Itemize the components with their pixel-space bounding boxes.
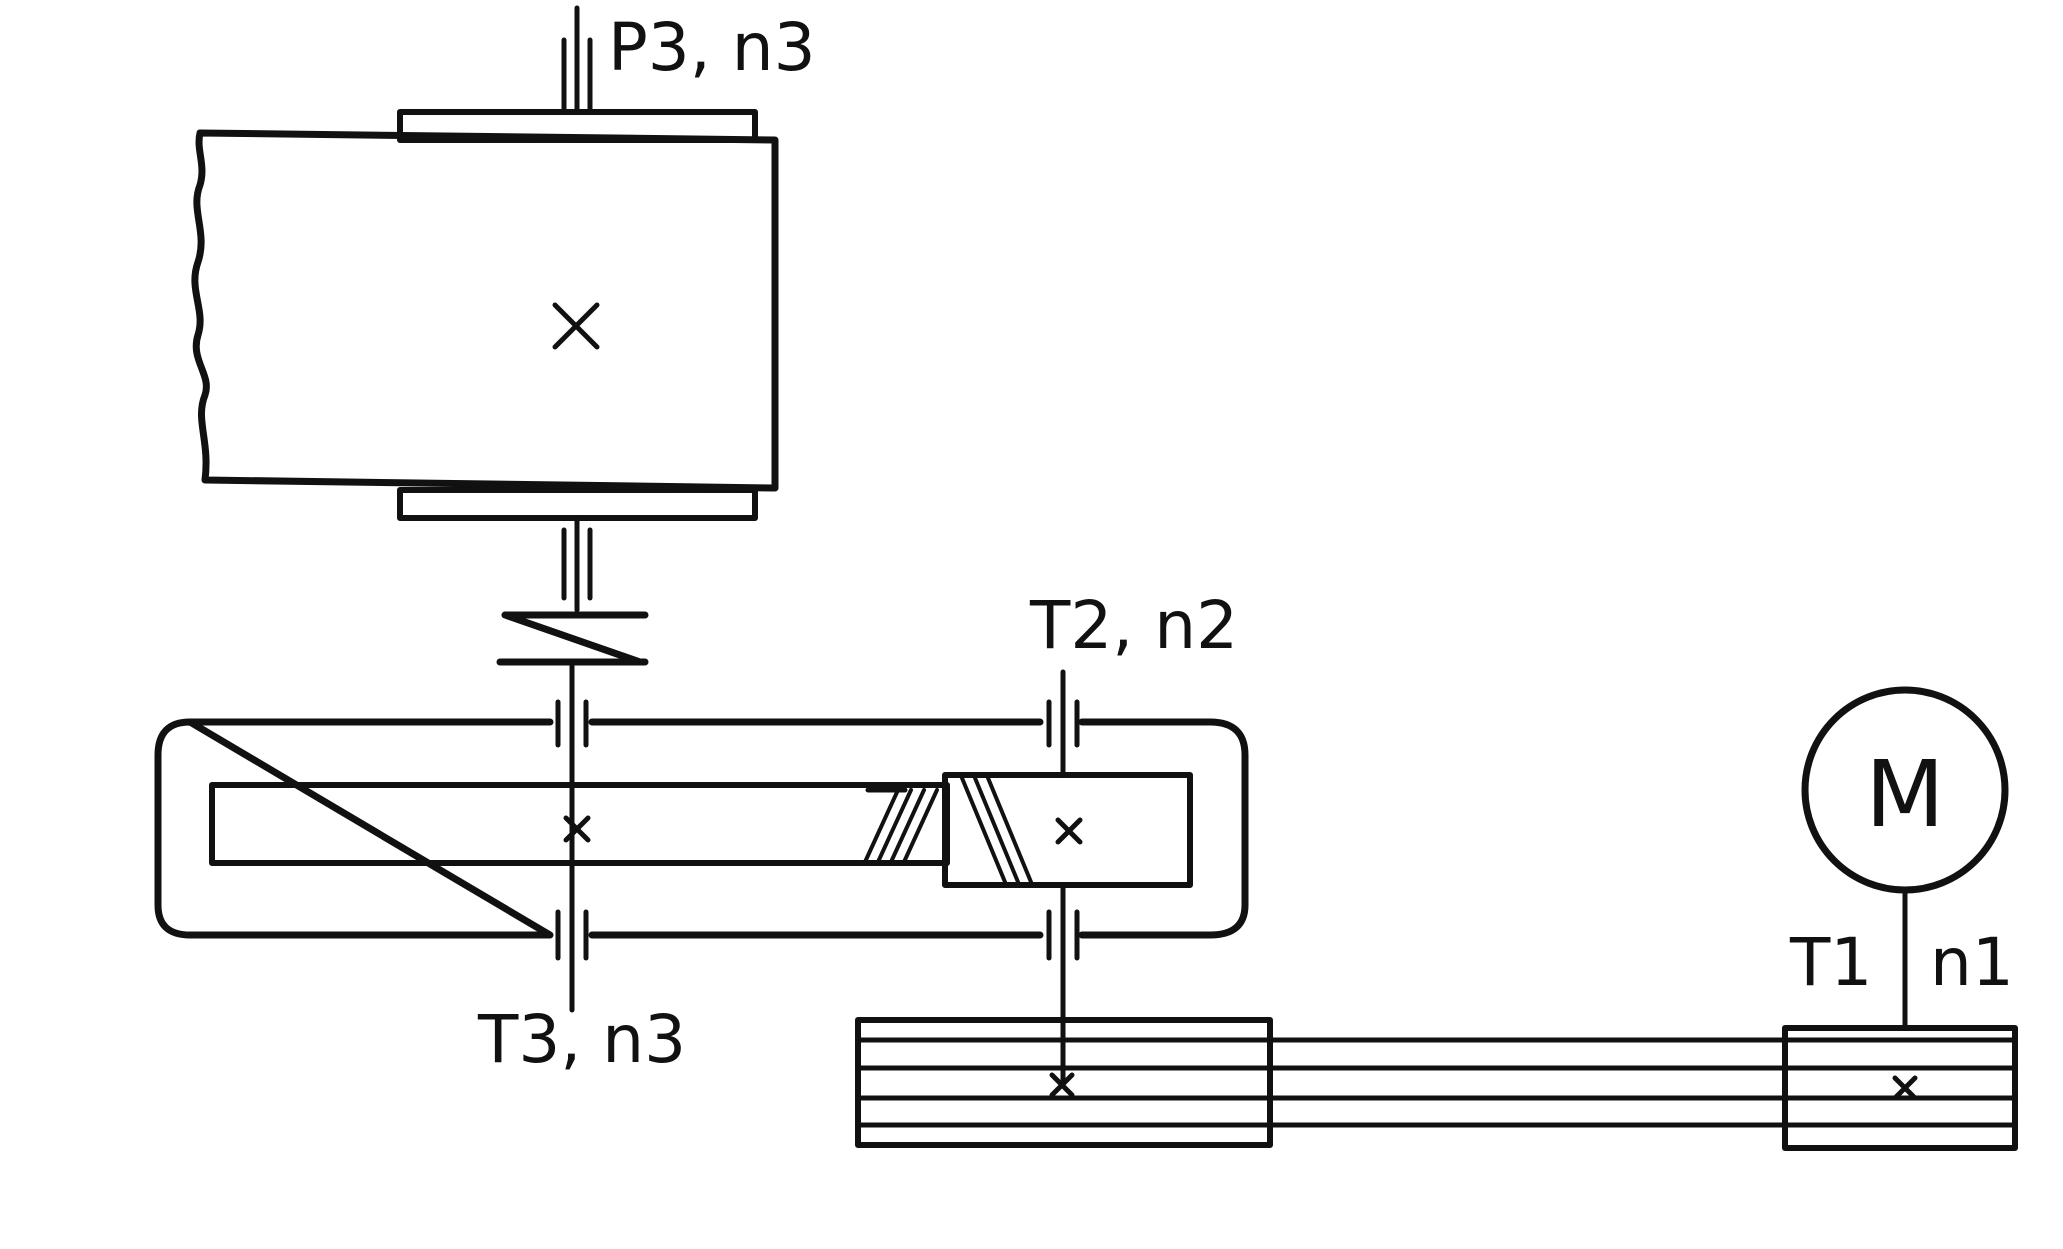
electric-motor: M [1801,686,2009,1031]
bearing-shaft2-bottom [1046,909,1080,961]
gearbox-housing [154,718,1249,939]
coupling [496,611,649,666]
bearing-shaft2-top [1046,699,1080,748]
label-shaft2: T2, n2 [1029,587,1238,664]
label-drum-output: P3, n3 [608,9,816,86]
drum-body [191,129,779,492]
wheel-center-mark [563,815,591,843]
driving-pulley [1782,1025,2018,1151]
pinion-center-mark [1055,817,1083,845]
bearing-shaft3-top [555,699,589,748]
drum-lower-shaft [561,515,593,613]
drum-output-shaft [561,5,593,115]
label-shaft3: T3, n3 [477,1001,686,1078]
label-motor-speed: n1 [1930,924,2014,1001]
gear-pinion [942,772,1193,888]
driven-pulley [855,1017,1273,1148]
driving-pulley-center [1892,1075,1918,1101]
belt-drive [855,1017,2018,1151]
motor-label: M [1865,741,1944,848]
driven-pulley-center [1049,1072,1075,1098]
drum-center-mark [552,302,600,350]
drum [191,109,779,521]
bearing-shaft3-bottom [555,909,589,961]
drum-bottom-hub [397,487,758,521]
label-motor-torque: T1 [1789,924,1872,1001]
